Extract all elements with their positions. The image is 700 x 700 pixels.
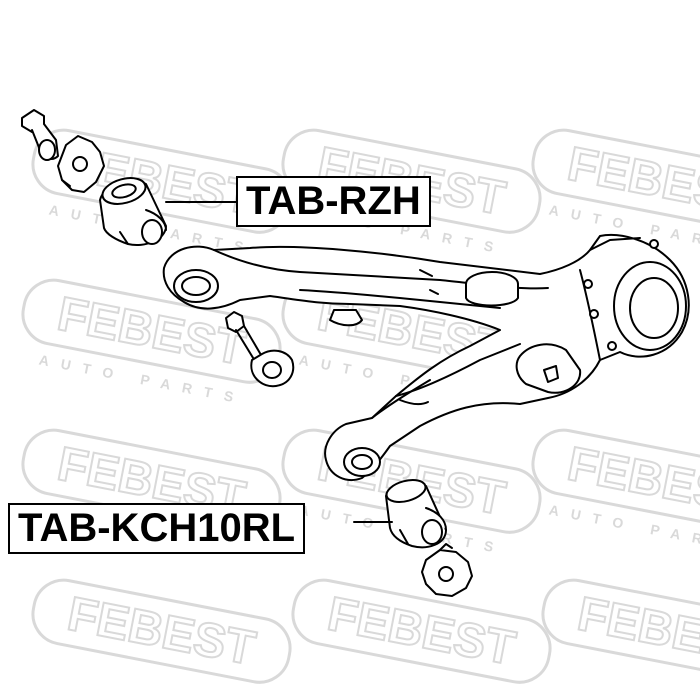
lower-bushing-icon [385, 479, 447, 549]
watermark-logo: FEBEST [541, 578, 700, 684]
part-number-label-lower: TAB-KCH10RL [8, 503, 306, 554]
upper-bushing-icon [99, 177, 167, 246]
watermark-logo: FEBEST [31, 578, 292, 684]
parts-drawing [21, 109, 690, 597]
upper-bolt-icon [21, 109, 59, 161]
watermark-logo: FEBEST [291, 578, 552, 684]
upper-cam-washer-icon [57, 135, 105, 193]
lower-cam-washer-icon [421, 543, 473, 597]
middle-bolt-icon [225, 311, 295, 388]
watermark-logo: FEBEST AUTO PARTS [531, 428, 700, 557]
part-number-label-upper: TAB-RZH [236, 176, 431, 227]
control-arm-icon [162, 234, 690, 481]
